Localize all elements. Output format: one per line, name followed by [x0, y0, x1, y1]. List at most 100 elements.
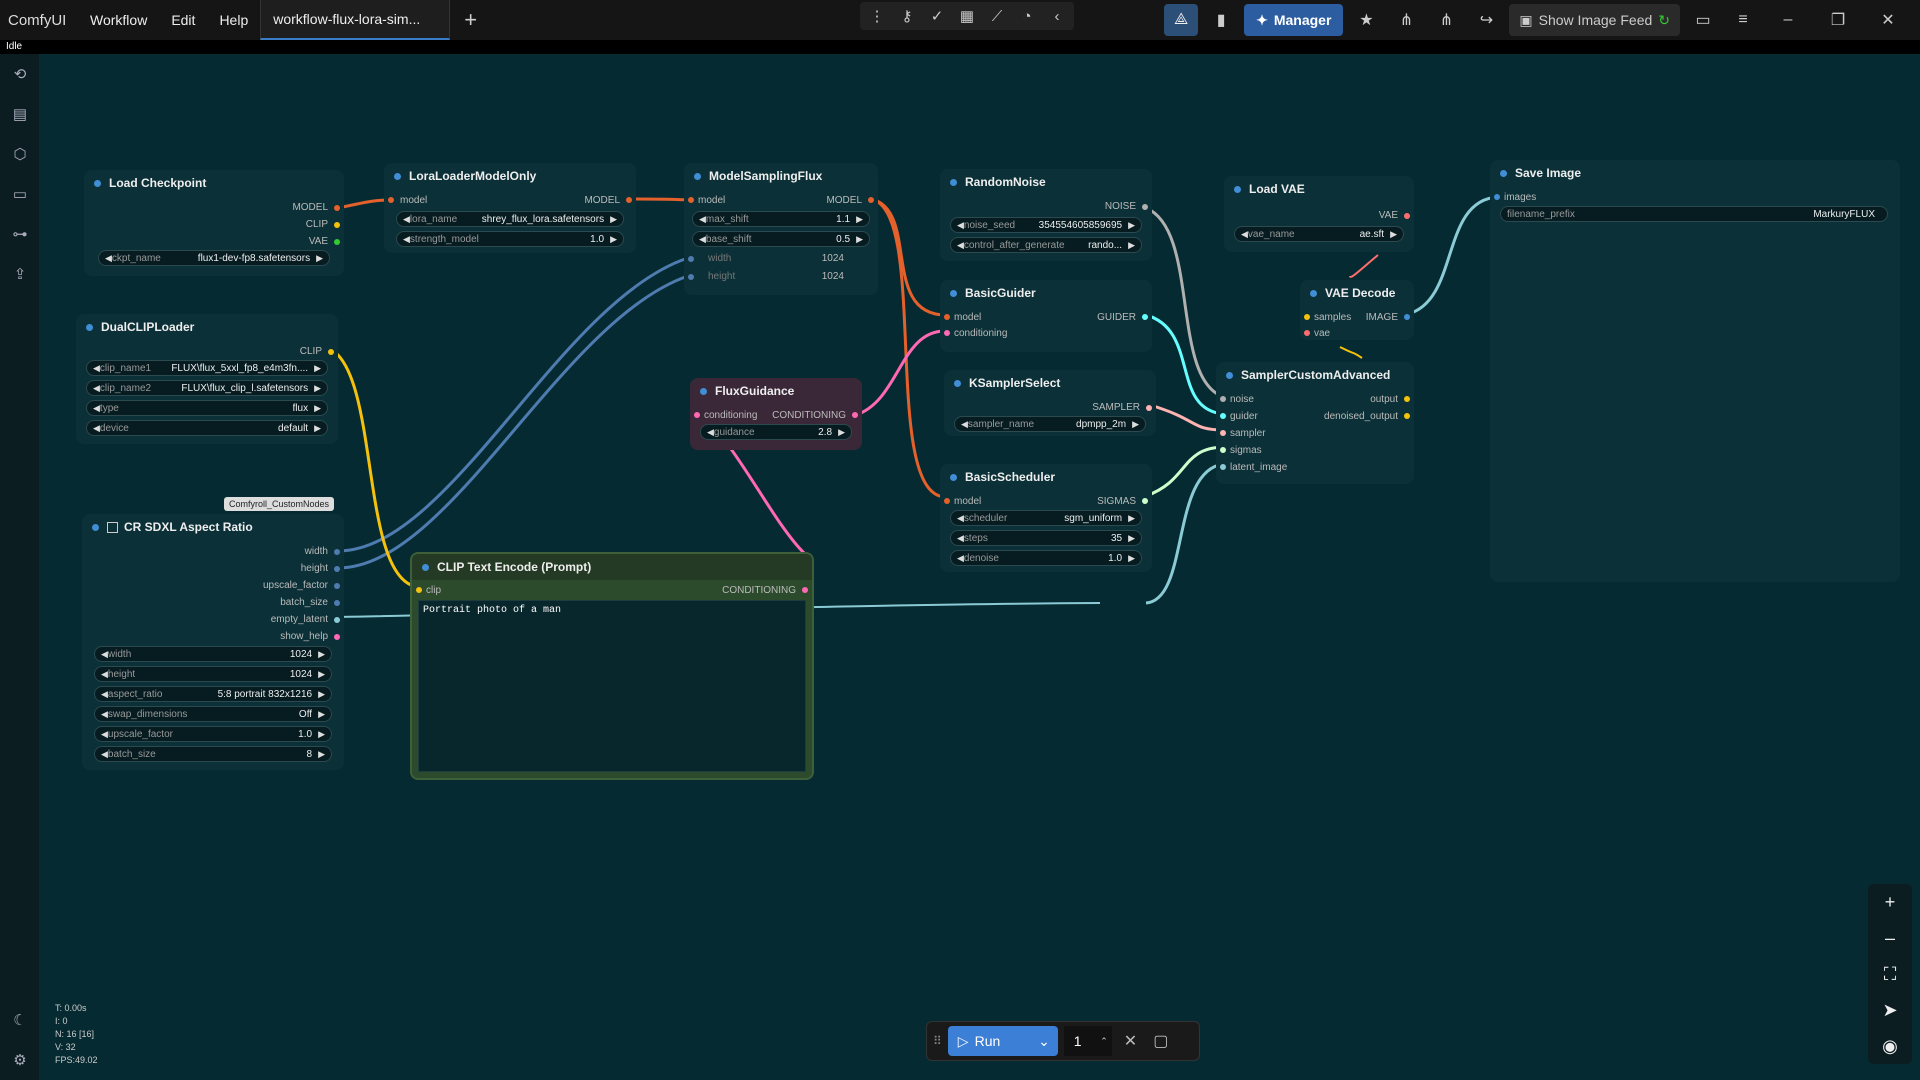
input-pin[interactable] — [688, 256, 694, 262]
input-model[interactable]: model — [400, 195, 428, 206]
output-sampler[interactable]: SAMPLER — [1092, 402, 1140, 413]
output-height[interactable]: height — [300, 563, 328, 574]
run-button[interactable]: ▷Run⌄ — [947, 1026, 1058, 1056]
output-pin[interactable] — [1404, 413, 1410, 419]
panel-icon[interactable]: ▭ — [1695, 12, 1711, 29]
input-vae[interactable]: vae — [1314, 328, 1331, 339]
navigate-icon[interactable]: ➤ — [1882, 999, 1898, 1020]
output-pin[interactable] — [334, 634, 340, 640]
input-pin[interactable] — [944, 314, 950, 320]
workflow-tree-icon[interactable]: ⊶ — [12, 226, 28, 243]
output-pin[interactable] — [1142, 498, 1148, 504]
input-pin[interactable] — [688, 274, 694, 280]
input-pin[interactable] — [1220, 430, 1226, 436]
input-pin[interactable] — [388, 197, 394, 203]
menu-help[interactable]: Help — [219, 12, 249, 28]
output-clip[interactable]: CLIP — [299, 346, 322, 357]
stepper-icon[interactable]: ⌃ — [1100, 1035, 1108, 1046]
share-alt-icon[interactable]: ⋔ — [1439, 12, 1454, 29]
node-cr-sdxl-aspect-ratio[interactable]: CR SDXL Aspect Ratio width height upscal… — [82, 514, 344, 770]
input-guider[interactable]: guider — [1230, 411, 1258, 422]
output-upscale-factor[interactable]: upscale_factor — [262, 580, 328, 591]
manager-button[interactable]: ✦Manager — [1244, 4, 1344, 36]
node-basic-guider[interactable]: BasicGuider model conditioning GUIDER — [940, 280, 1152, 352]
output-pin[interactable] — [1146, 405, 1152, 411]
chart-icon[interactable]: ⟋ — [991, 7, 1003, 25]
github-icon[interactable]: ◔ — [1022, 7, 1032, 25]
input-pin[interactable] — [416, 587, 422, 593]
node-sampler-custom-advanced[interactable]: SamplerCustomAdvanced noise guider sampl… — [1216, 362, 1414, 484]
output-pin[interactable] — [1404, 213, 1410, 219]
input-model[interactable]: model — [954, 496, 982, 507]
output-pin[interactable] — [334, 583, 340, 589]
output-denoised[interactable]: denoised_output — [1324, 411, 1398, 422]
settings-icon[interactable]: ⚙ — [13, 1052, 27, 1069]
output-pin[interactable] — [334, 205, 340, 211]
forward-icon[interactable]: ↪ — [1479, 12, 1494, 29]
menu-edit[interactable]: Edit — [171, 12, 196, 28]
node-clip-text-encode[interactable]: CLIP Text Encode (Prompt) clip CONDITION… — [410, 552, 814, 780]
input-height[interactable]: height — [708, 271, 736, 282]
menu-workflow[interactable]: Workflow — [90, 12, 148, 28]
output-show-help[interactable]: show_help — [280, 631, 328, 642]
output-guider[interactable]: GUIDER — [1097, 312, 1136, 323]
close-icon[interactable]: ✕ — [1881, 12, 1895, 29]
node-library-icon[interactable]: ⬡ — [13, 146, 27, 163]
input-pin[interactable] — [688, 197, 694, 203]
key-icon[interactable]: ⚷ — [901, 8, 913, 25]
output-model[interactable]: MODEL — [826, 195, 862, 206]
table-icon[interactable]: ▦ — [959, 8, 975, 25]
node-model-sampling-flux[interactable]: ModelSamplingFlux model MODEL ◀max_shift… — [684, 163, 878, 295]
output-pin[interactable] — [852, 412, 858, 418]
output-clip[interactable]: CLIP — [305, 219, 328, 230]
output-sigmas[interactable]: SIGMAS — [1097, 496, 1136, 507]
input-noise[interactable]: noise — [1230, 394, 1254, 405]
input-pin[interactable] — [1220, 396, 1226, 402]
input-sigmas[interactable]: sigmas — [1230, 445, 1262, 456]
output-pin[interactable] — [1142, 204, 1148, 210]
output-pin[interactable] — [802, 587, 808, 593]
bookmark-icon[interactable]: ▮ — [1216, 12, 1226, 29]
hamburger-icon[interactable]: ≡ — [1738, 11, 1748, 28]
output-model[interactable]: MODEL — [584, 195, 620, 206]
upload-icon[interactable]: ⇪ — [13, 266, 27, 283]
workflow-tab[interactable]: workflow-flux-lora-sim... — [260, 0, 451, 40]
collapse-icon[interactable]: ‹ — [1054, 7, 1060, 25]
share-icon[interactable]: ⋔ — [1399, 12, 1414, 29]
input-model[interactable]: model — [954, 312, 982, 323]
output-model[interactable]: MODEL — [292, 202, 328, 213]
visibility-icon[interactable]: ◉ — [1882, 1035, 1898, 1056]
folder-icon[interactable]: ▭ — [12, 186, 28, 203]
moon-icon[interactable]: ☾ — [13, 1012, 27, 1029]
drag-handle-icon[interactable]: ⠿ — [933, 1034, 942, 1048]
output-batch-size[interactable]: batch_size — [280, 597, 328, 608]
output-pin[interactable] — [334, 222, 340, 228]
output-conditioning[interactable]: CONDITIONING — [772, 410, 846, 421]
input-pin[interactable] — [944, 498, 950, 504]
output-image[interactable]: IMAGE — [1365, 312, 1398, 323]
input-pin[interactable] — [1220, 464, 1226, 470]
zoom-in-icon[interactable]: + — [1884, 891, 1896, 912]
prompt-textarea[interactable]: Portrait photo of a man — [418, 600, 806, 772]
check-circle-icon[interactable]: ✓ — [930, 8, 944, 25]
minimize-icon[interactable]: – — [1783, 11, 1793, 28]
